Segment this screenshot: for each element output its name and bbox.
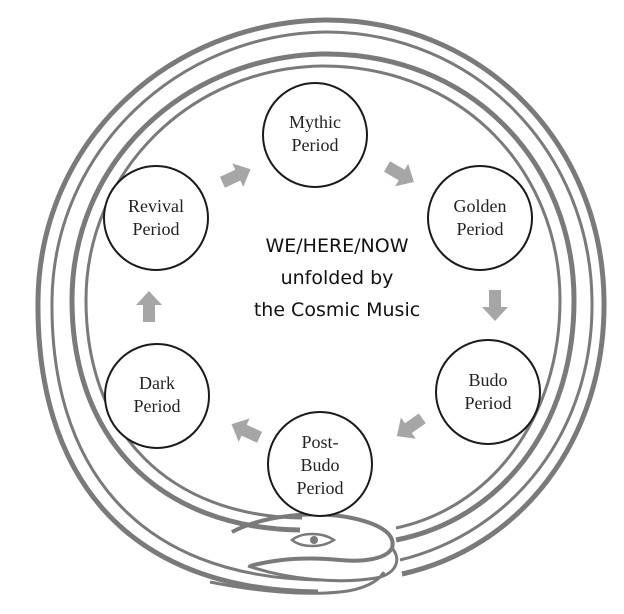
center-line-2: unfolded by — [281, 267, 394, 289]
period-dark: Dark Period — [105, 344, 209, 448]
period-postbudo: Post- Budo Period — [268, 412, 372, 516]
svg-text:Post-: Post- — [301, 432, 338, 452]
period-budo: Budo Period — [436, 340, 540, 444]
svg-text:Period: Period — [133, 219, 180, 239]
period-golden-line-2: Period — [457, 219, 504, 239]
arrow-dark-to-revival-icon — [136, 291, 162, 322]
arrow-postbudo-to-dark-icon — [226, 412, 265, 449]
arrow-mythic-to-golden-icon — [381, 155, 421, 193]
period-mythic: Mythic Period — [263, 83, 367, 187]
svg-text:Dark: Dark — [139, 373, 175, 393]
svg-text:Period: Period — [465, 393, 512, 413]
period-postbudo-line-3: Period — [297, 478, 344, 498]
period-budo-circle — [436, 340, 540, 444]
svg-text:unfolded by: unfolded by — [281, 267, 394, 289]
period-postbudo-line-2: Budo — [300, 455, 339, 475]
arrow-golden-to-budo-icon — [482, 290, 508, 321]
period-golden-line-1: Golden — [454, 196, 507, 216]
svg-text:Period: Period — [292, 135, 339, 155]
arrow-revival-to-mythic-icon — [217, 157, 256, 194]
period-budo-line-1: Budo — [468, 370, 507, 390]
svg-text:WE/HERE/NOW: WE/HERE/NOW — [265, 235, 408, 257]
period-dark-line-1: Dark — [139, 373, 175, 393]
period-revival-line-1: Revival — [128, 196, 184, 216]
period-dark-line-2: Period — [134, 396, 181, 416]
svg-text:Budo: Budo — [300, 455, 339, 475]
period-golden: Golden Period — [428, 166, 532, 270]
period-mythic-line-1: Mythic — [289, 112, 341, 132]
center-line-3: the Cosmic Music — [254, 299, 420, 321]
period-mythic-line-2: Period — [292, 135, 339, 155]
svg-text:Period: Period — [297, 478, 344, 498]
svg-text:Period: Period — [134, 396, 181, 416]
center-caption: WE/HERE/NOW unfolded by the Cosmic Music — [254, 235, 420, 321]
arrow-budo-to-postbudo-icon — [389, 408, 429, 447]
svg-text:Mythic: Mythic — [289, 112, 341, 132]
svg-text:Golden: Golden — [454, 196, 507, 216]
period-golden-circle — [428, 166, 532, 270]
svg-text:Budo: Budo — [468, 370, 507, 390]
svg-text:the Cosmic Music: the Cosmic Music — [254, 299, 420, 321]
center-line-1: WE/HERE/NOW — [265, 235, 408, 257]
period-revival-circle — [104, 166, 208, 270]
svg-text:Period: Period — [457, 219, 504, 239]
svg-text:Revival: Revival — [128, 196, 184, 216]
period-revival: Revival Period — [104, 166, 208, 270]
period-revival-line-2: Period — [133, 219, 180, 239]
period-budo-line-2: Period — [465, 393, 512, 413]
period-postbudo-line-1: Post- — [301, 432, 338, 452]
